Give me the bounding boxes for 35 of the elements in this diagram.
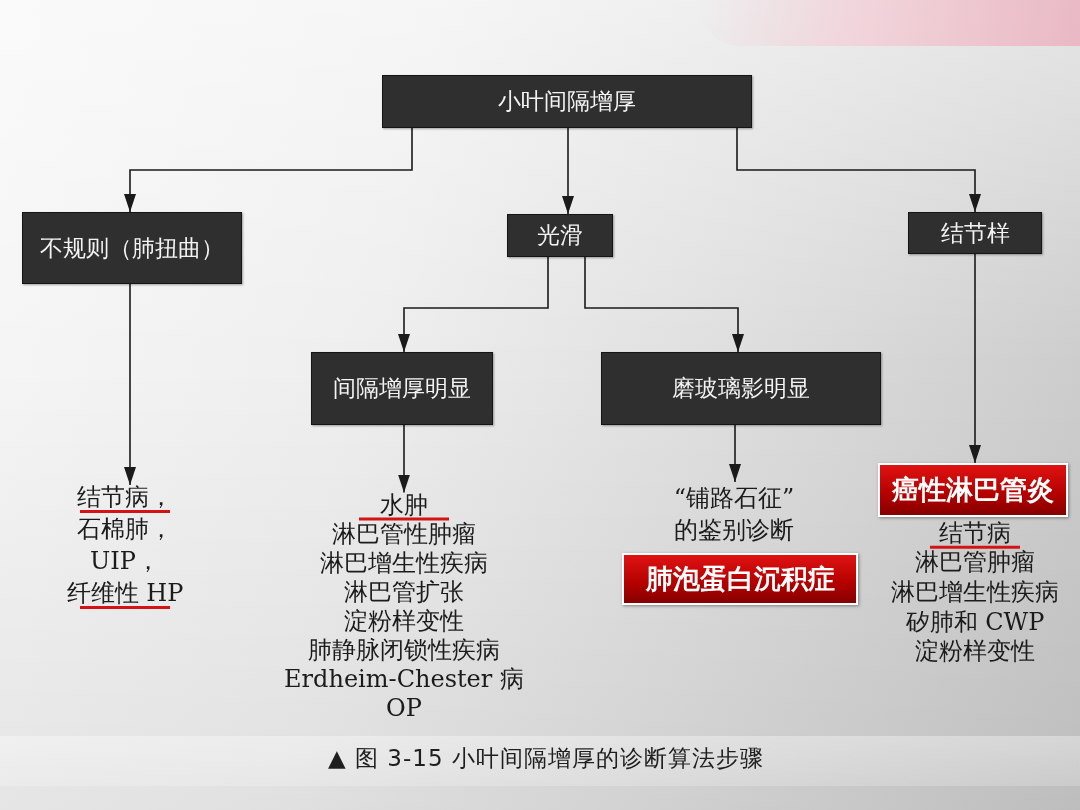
highlight-box: 癌性淋巴管炎 [878,463,1068,517]
process-box: 磨玻璃影明显 [601,352,881,425]
process-box: 结节样 [908,212,1042,254]
note-text: “铺路石征”的鉴别诊断 [669,482,799,546]
list-item: 肺静脉闭锁性疾病 [308,637,500,662]
list-item: 淋巴管扩张 [344,579,464,604]
list-item: Erdheim-Chester 病 [284,666,524,691]
list-item: 纤维性 HP [66,581,184,605]
arrow [398,424,410,494]
list-item: 淋巴管肿瘤 [915,550,1035,575]
arrow [562,127,574,215]
list-item: 淀粉样变性 [344,608,464,633]
list-item: OP [386,695,422,720]
arrow [729,424,741,483]
highlight-box: 肺泡蛋白沉积症 [622,553,858,605]
arrow [124,127,413,213]
list-item: 水肿 [380,492,428,517]
list-item: 淋巴增生性疾病 [891,580,1059,604]
arrow [736,127,981,213]
arrow [969,253,981,464]
arrow [124,283,136,486]
list-item: 矽肺和 CWP [905,609,1045,634]
process-box: 光滑 [507,214,613,257]
list-item: 淀粉样变性 [915,639,1035,664]
process-box: 不规则（肺扭曲） [22,212,242,284]
arrow [398,256,549,353]
arrow [584,256,744,353]
process-box: 小叶间隔增厚 [382,75,752,128]
list-item: 淋巴增生性疾病 [320,550,488,575]
list-item: 结节病， [77,485,173,509]
process-box: 间隔增厚明显 [311,352,493,425]
figure-caption: ▲ 图 3-15 小叶间隔增厚的诊断算法步骤 [328,744,764,773]
list-item: 淋巴管性肿瘤 [332,521,476,546]
list-item: 石棉肺， [77,517,173,541]
list-item: UIP， [90,549,160,573]
